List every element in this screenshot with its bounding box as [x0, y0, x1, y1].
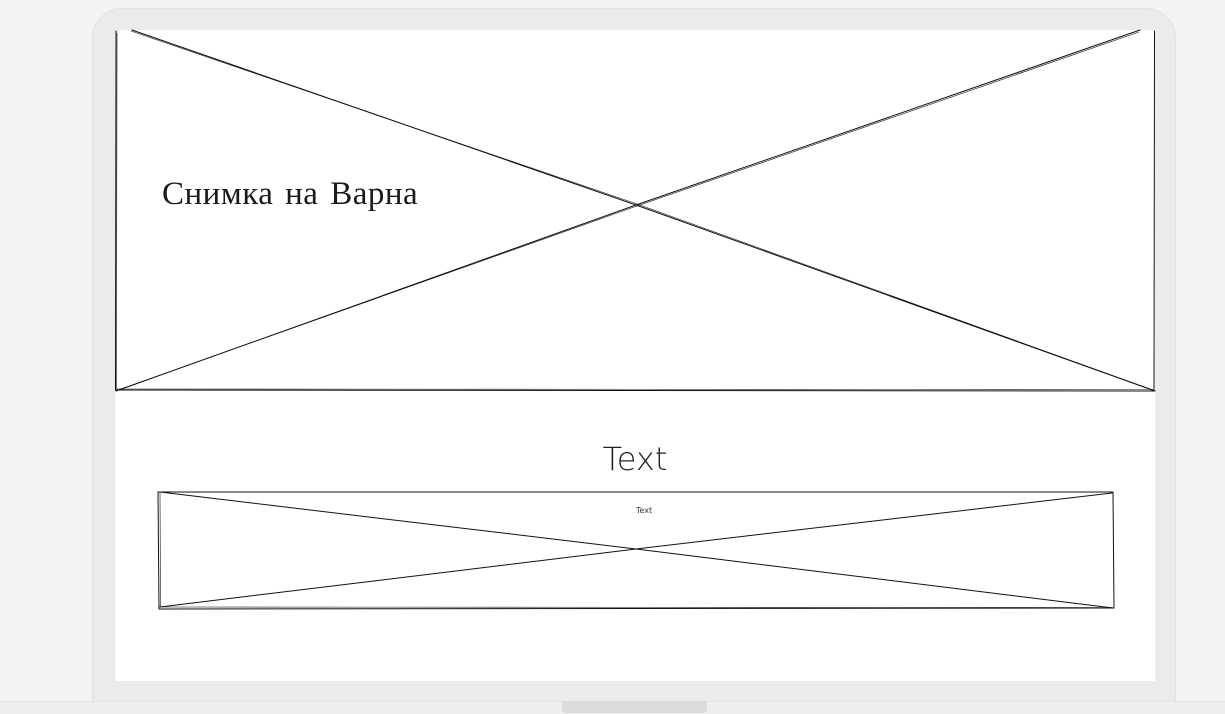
section-heading: Text [602, 440, 668, 478]
hero-caption: Снимка на Варна [162, 176, 419, 212]
banner-text: Text [635, 506, 653, 515]
laptop-base-notch [562, 701, 707, 713]
laptop-screen [115, 30, 1155, 681]
